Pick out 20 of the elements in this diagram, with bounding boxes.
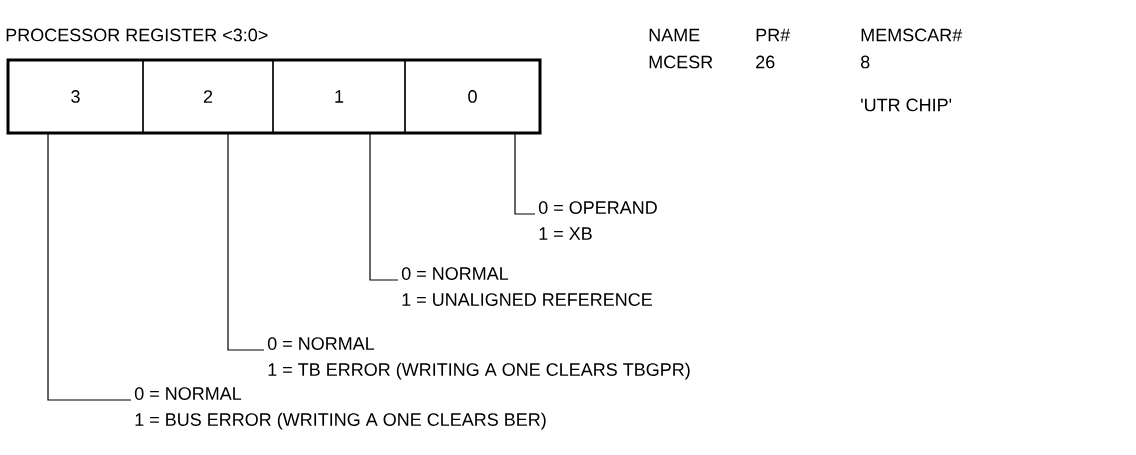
table-label: MEMSCAR# <box>861 28 963 42</box>
table-label: MCESR <box>649 55 713 69</box>
title: PROCESSOR REGISTER <3:0> <box>6 28 268 42</box>
bit-description: 0 = NORMAL 1 = UNALIGNED REFERENCE <box>401 267 652 306</box>
register-bit-cell: 2 <box>142 59 274 134</box>
leader-line <box>514 133 536 215</box>
register-bit-cell: 0 <box>404 59 541 134</box>
bit-description: 0 = NORMAL 1 = BUS ERROR (WRITING A ONE CLEARS BER) <box>134 387 546 430</box>
bit-description: 0 = NORMAL 1 = TB ERROR (WRITING A ONE CLEARS TBGPR) <box>267 337 690 380</box>
leader-line <box>227 133 265 351</box>
table-label: 'UTR CHIP' <box>861 98 952 112</box>
table-label: NAME <box>649 28 700 42</box>
table-label: PR# <box>756 28 791 42</box>
leader-line <box>369 133 399 281</box>
table-label: 8 <box>861 55 870 69</box>
register-bit-cell: 3 <box>7 59 144 134</box>
table-label: 26 <box>756 55 775 69</box>
register-bit-cell: 1 <box>272 59 406 134</box>
bit-description: 0 = OPERAND 1 = XB <box>538 201 657 240</box>
leader-line <box>47 133 132 401</box>
